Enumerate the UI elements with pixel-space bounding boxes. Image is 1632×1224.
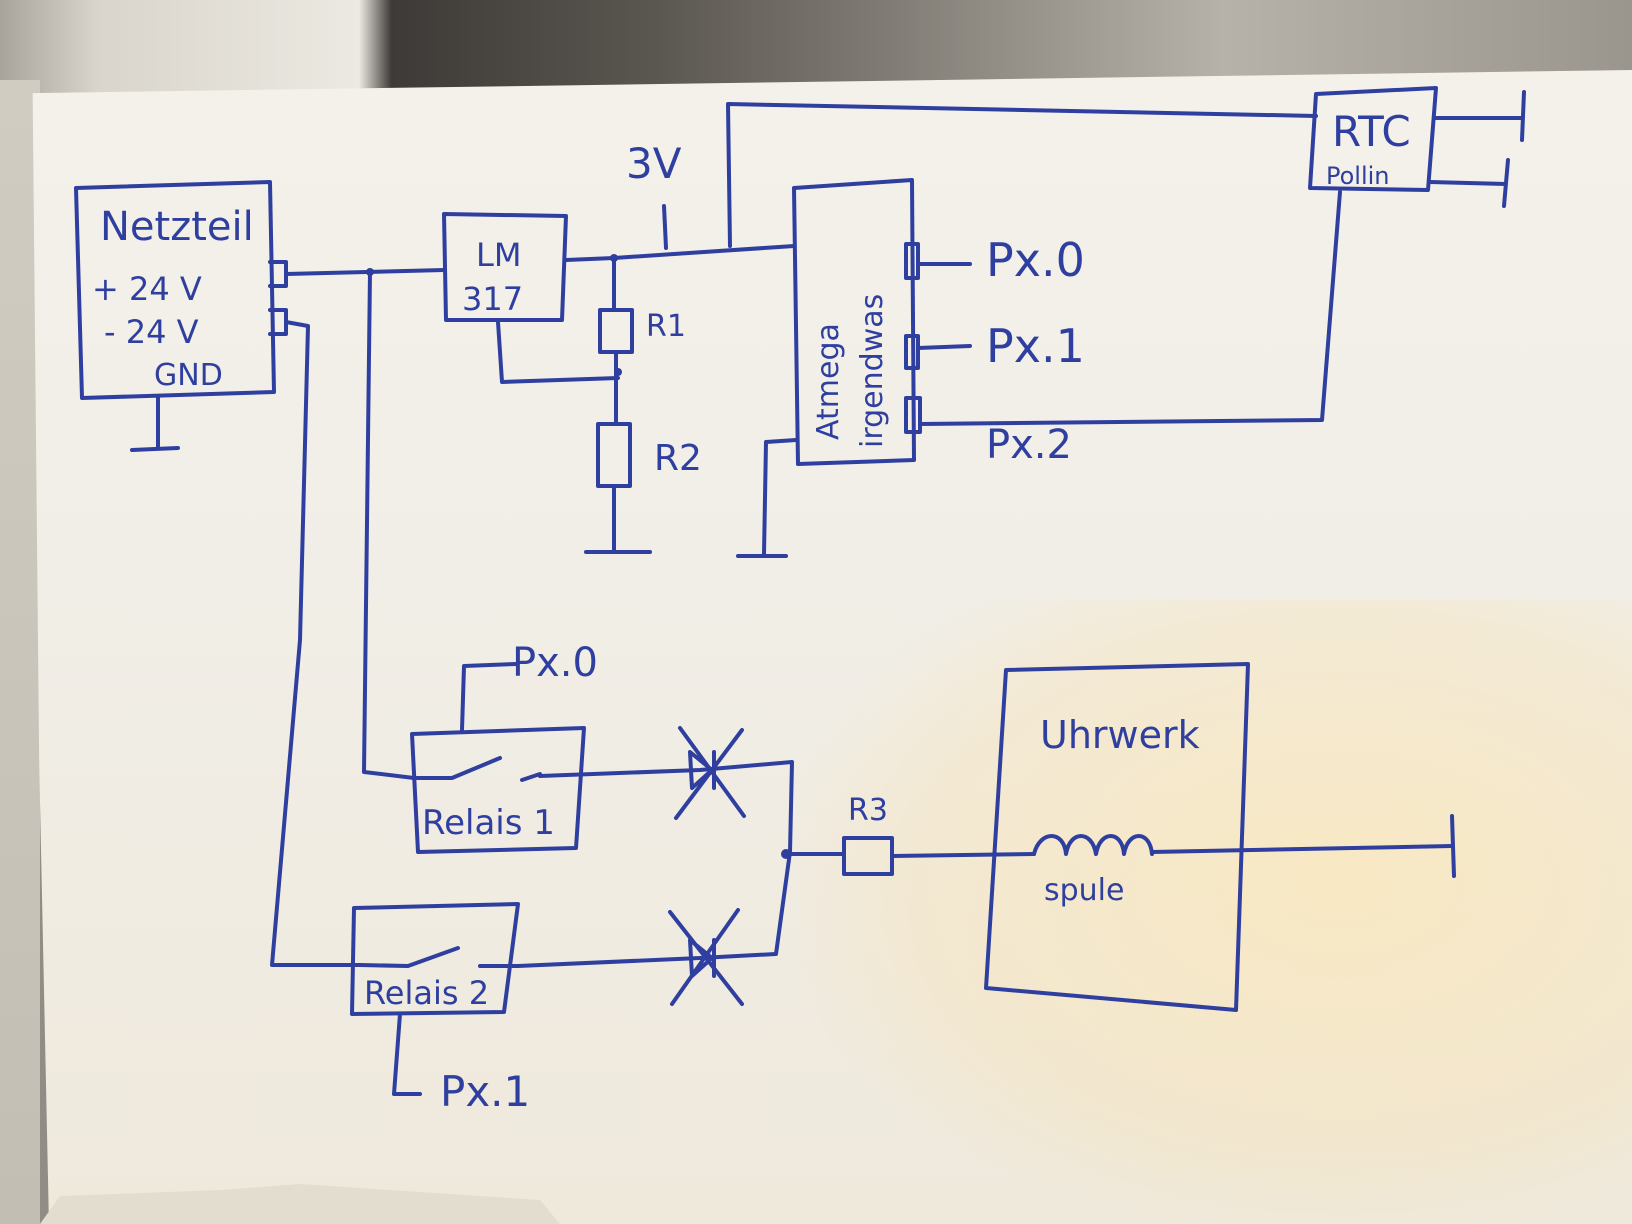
netzteil-box <box>74 180 276 400</box>
relais1-label: Relais 1 <box>422 803 555 843</box>
px2-label: Px.2 <box>986 422 1072 468</box>
spule-label: spule <box>1044 873 1124 908</box>
coil-ground-symbol <box>1450 814 1456 878</box>
uhrwerk-label: Uhrwerk <box>1040 713 1200 757</box>
relais2-out-wire <box>516 850 792 968</box>
netzteil-gnd-label: GND <box>154 358 223 393</box>
uhrwerk-box <box>984 662 1250 1012</box>
r2-label: R2 <box>654 438 702 479</box>
lm317-label-line1: LM <box>476 236 521 274</box>
3v-rail-wire <box>564 244 796 262</box>
3v-label: 3V <box>626 139 682 188</box>
torn-paper-edge <box>40 1184 560 1224</box>
relais1-ctrl-label: Px.0 <box>512 640 598 686</box>
r3-to-coil-wire <box>890 852 1036 858</box>
px1-label: Px.1 <box>986 319 1085 373</box>
pin-px0 <box>904 242 920 280</box>
relais1-feed-wire <box>362 270 416 780</box>
rtc-battery-wire-bottom <box>1428 158 1510 208</box>
coil-icon <box>1032 834 1154 856</box>
minus-24v-wire <box>270 320 362 967</box>
r1-resistor <box>598 308 634 354</box>
px1-wire <box>916 344 972 350</box>
diode2-crossed-out <box>668 908 744 1006</box>
coil-ground-wire <box>1150 844 1454 854</box>
lm317-box <box>442 212 568 322</box>
atmega-box <box>792 178 916 466</box>
3v-to-rtc-wire <box>726 102 1318 248</box>
plus-24v-wire <box>284 268 446 276</box>
rtc-label: RTC <box>1332 107 1411 156</box>
relais1-switch <box>412 756 542 782</box>
background-left <box>0 80 40 1224</box>
relais1-box <box>410 726 586 854</box>
relais2-ctrl-wire <box>392 1012 422 1096</box>
pin-px1 <box>904 334 920 370</box>
relais2-ctrl-label: Px.1 <box>440 1067 530 1116</box>
atmega-label-line1: Atmega <box>811 323 846 440</box>
relais1-ctrl-wire <box>460 662 518 732</box>
px0-label: Px.0 <box>986 233 1085 287</box>
netzteil-ground-symbol <box>130 396 180 452</box>
r1-label: R1 <box>646 309 686 344</box>
diode1-crossed-out <box>674 726 746 820</box>
r2-resistor <box>596 422 632 488</box>
3v-marker <box>662 204 668 250</box>
r3-resistor <box>842 836 894 876</box>
rtc-box <box>1308 86 1438 192</box>
netzteil-plus-label: + 24 V <box>92 270 202 308</box>
light-patch <box>800 600 1632 1224</box>
rtc-battery-wire-top <box>1434 90 1526 142</box>
adj-wire <box>496 320 620 384</box>
atmega-ground-wire <box>762 438 798 556</box>
relais1-out-wire <box>538 760 794 854</box>
relais2-box <box>350 902 520 1016</box>
r3-label: R3 <box>848 793 888 828</box>
lm317-label-line2: 317 <box>462 280 523 318</box>
rtc-pollin-label: Pollin <box>1326 162 1390 190</box>
netzteil-label: Netzteil <box>100 204 254 250</box>
pin-px2 <box>904 396 922 434</box>
netzteil-minus-label: - 24 V <box>104 313 199 351</box>
relais2-label: Relais 2 <box>364 974 489 1012</box>
relais2-switch <box>358 946 520 968</box>
rtc-px2-wire <box>918 190 1342 426</box>
atmega-label-line2: irgendwas <box>855 294 890 448</box>
